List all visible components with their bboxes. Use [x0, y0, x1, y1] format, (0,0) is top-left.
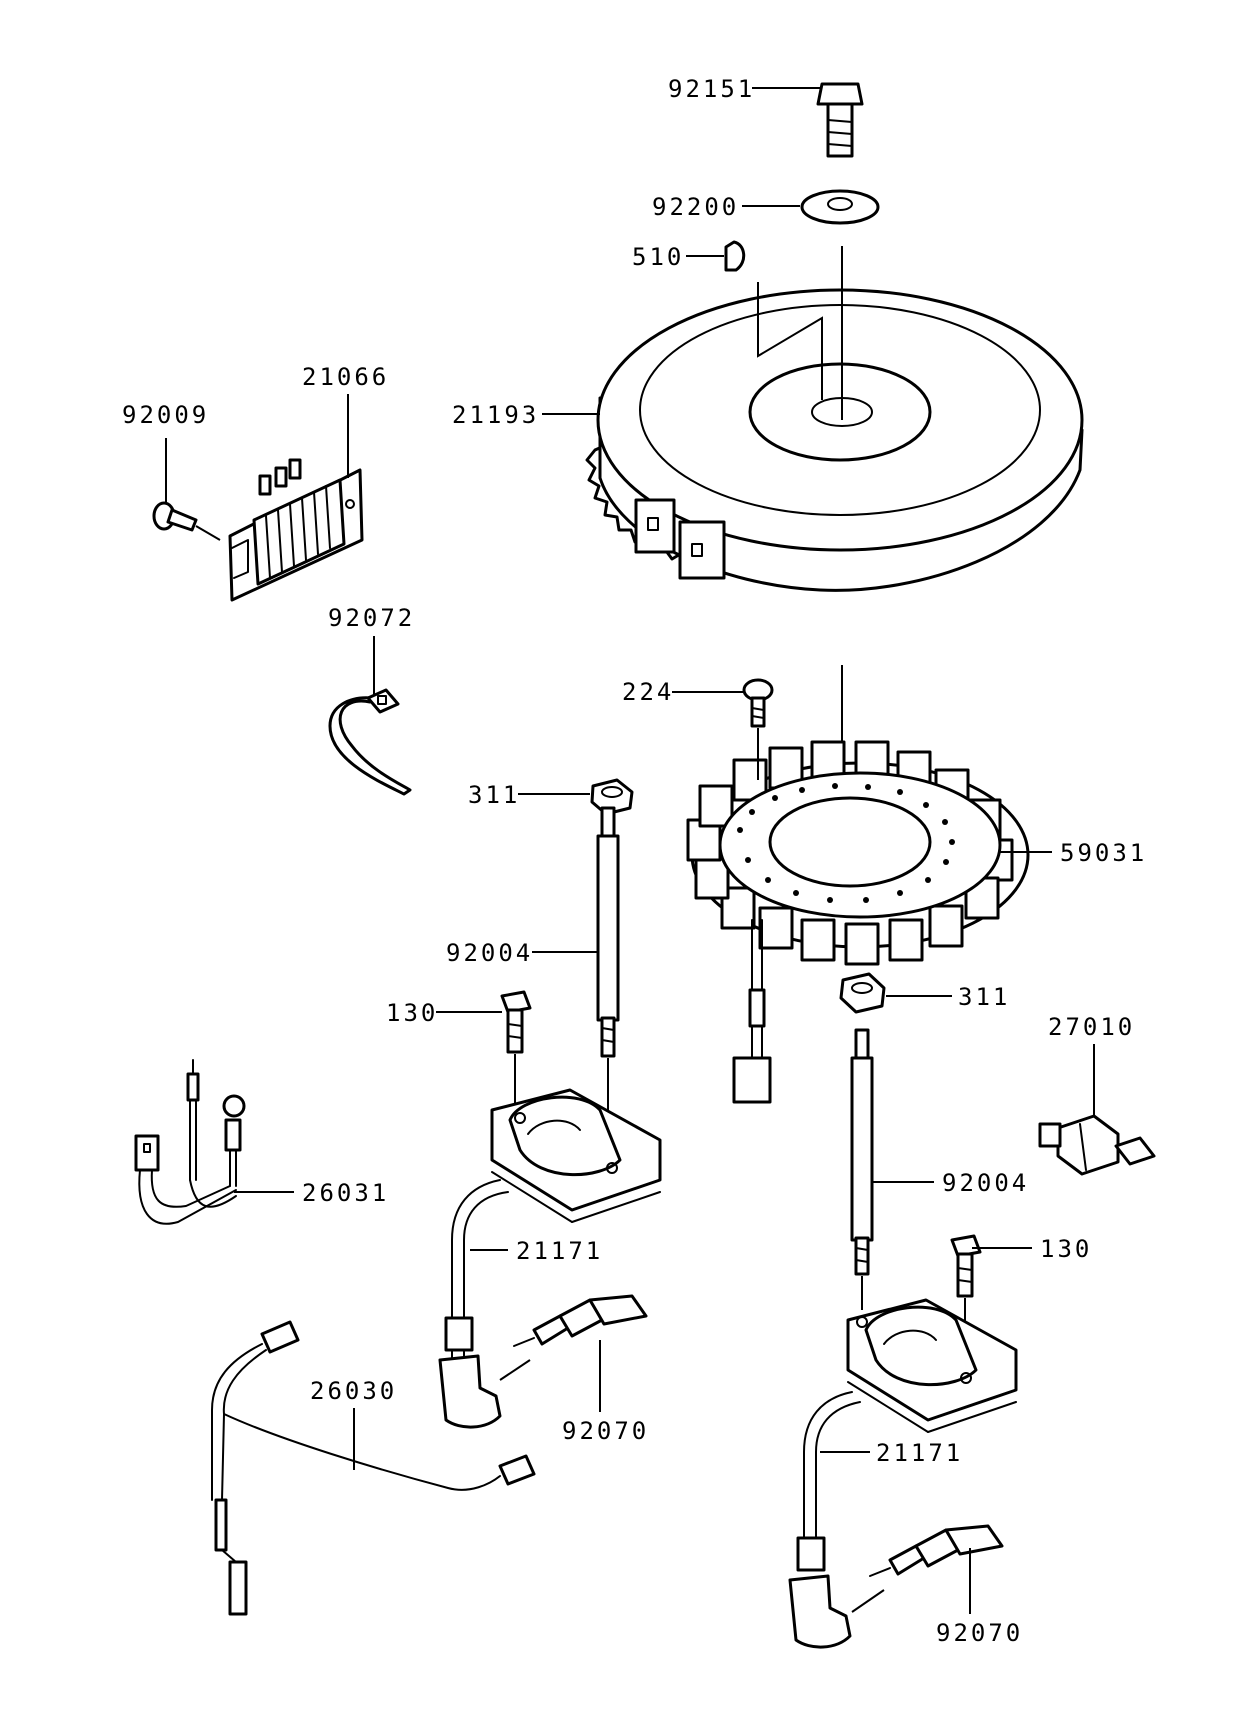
- oil-pressure-switch-27010[interactable]: [1038, 1114, 1156, 1176]
- label-92200: 92200: [652, 193, 739, 221]
- label-92004-left: 92004: [446, 939, 533, 967]
- label-21193: 21193: [452, 401, 539, 429]
- stud-92004-left[interactable]: [596, 806, 620, 1058]
- stud-92004-right[interactable]: [850, 1028, 874, 1276]
- screw-92009[interactable]: [152, 501, 198, 532]
- label-130-right: 130: [1040, 1235, 1092, 1263]
- nut-311-top[interactable]: [590, 778, 634, 816]
- part-labels: 92151 92200 510 21193 21066 92009 92072 …: [122, 75, 1147, 1647]
- washer-92200[interactable]: [800, 189, 880, 225]
- label-92004-right: 92004: [942, 1169, 1029, 1197]
- bolt-130-right[interactable]: [950, 1234, 982, 1298]
- spark-plug-92070-right[interactable]: [869, 1524, 1004, 1577]
- label-92070-right: 92070: [936, 1619, 1023, 1647]
- screw-92009-guide: [195, 525, 221, 541]
- label-311-top: 311: [468, 781, 520, 809]
- ignition-coil-21171-left[interactable]: [438, 1088, 662, 1429]
- key-guide-line: [757, 282, 823, 400]
- label-92151: 92151: [668, 75, 755, 103]
- label-26030: 26030: [310, 1377, 397, 1405]
- woodruff-key-510[interactable]: [724, 240, 746, 272]
- label-130-left: 130: [386, 999, 438, 1027]
- magnet-left: [634, 498, 676, 554]
- ignition-coil-21171-right[interactable]: [788, 1298, 1018, 1649]
- screw-224[interactable]: [742, 678, 774, 728]
- label-21066: 21066: [302, 363, 389, 391]
- regulator-21066[interactable]: [228, 458, 364, 602]
- bolt-130-left[interactable]: [500, 990, 532, 1054]
- flywheel-21193[interactable]: [585, 288, 1084, 592]
- flywheel-hub: [748, 362, 932, 462]
- nut-311-right[interactable]: [839, 972, 886, 1014]
- label-21171-left: 21171: [516, 1237, 603, 1265]
- magnet-slot-b: [691, 543, 703, 557]
- bolt-92151[interactable]: [816, 82, 864, 158]
- wire-harness-26031[interactable]: [134, 1059, 246, 1225]
- flywheel-inner-rim: [639, 304, 1041, 516]
- plug-left-guide: [499, 1359, 531, 1381]
- label-92009: 92009: [122, 401, 209, 429]
- wire-harness-26030[interactable]: [211, 1320, 536, 1616]
- leader-lines: [165, 87, 1095, 1614]
- label-92072: 92072: [328, 604, 415, 632]
- label-224: 224: [622, 678, 674, 706]
- plug-right-guide: [851, 1589, 885, 1613]
- label-92070-left: 92070: [562, 1417, 649, 1445]
- stator-59031[interactable]: [686, 740, 1030, 1104]
- label-510: 510: [632, 243, 684, 271]
- label-26031: 26031: [302, 1179, 389, 1207]
- magnet-slot-a: [647, 517, 659, 531]
- spark-plug-92070-left[interactable]: [513, 1294, 648, 1347]
- label-311-right: 311: [958, 983, 1010, 1011]
- label-59031: 59031: [1060, 839, 1147, 867]
- label-27010: 27010: [1048, 1013, 1135, 1041]
- cable-tie-92072[interactable]: [328, 688, 412, 796]
- label-21171-right: 21171: [876, 1439, 963, 1467]
- stator-holes: [737, 783, 955, 903]
